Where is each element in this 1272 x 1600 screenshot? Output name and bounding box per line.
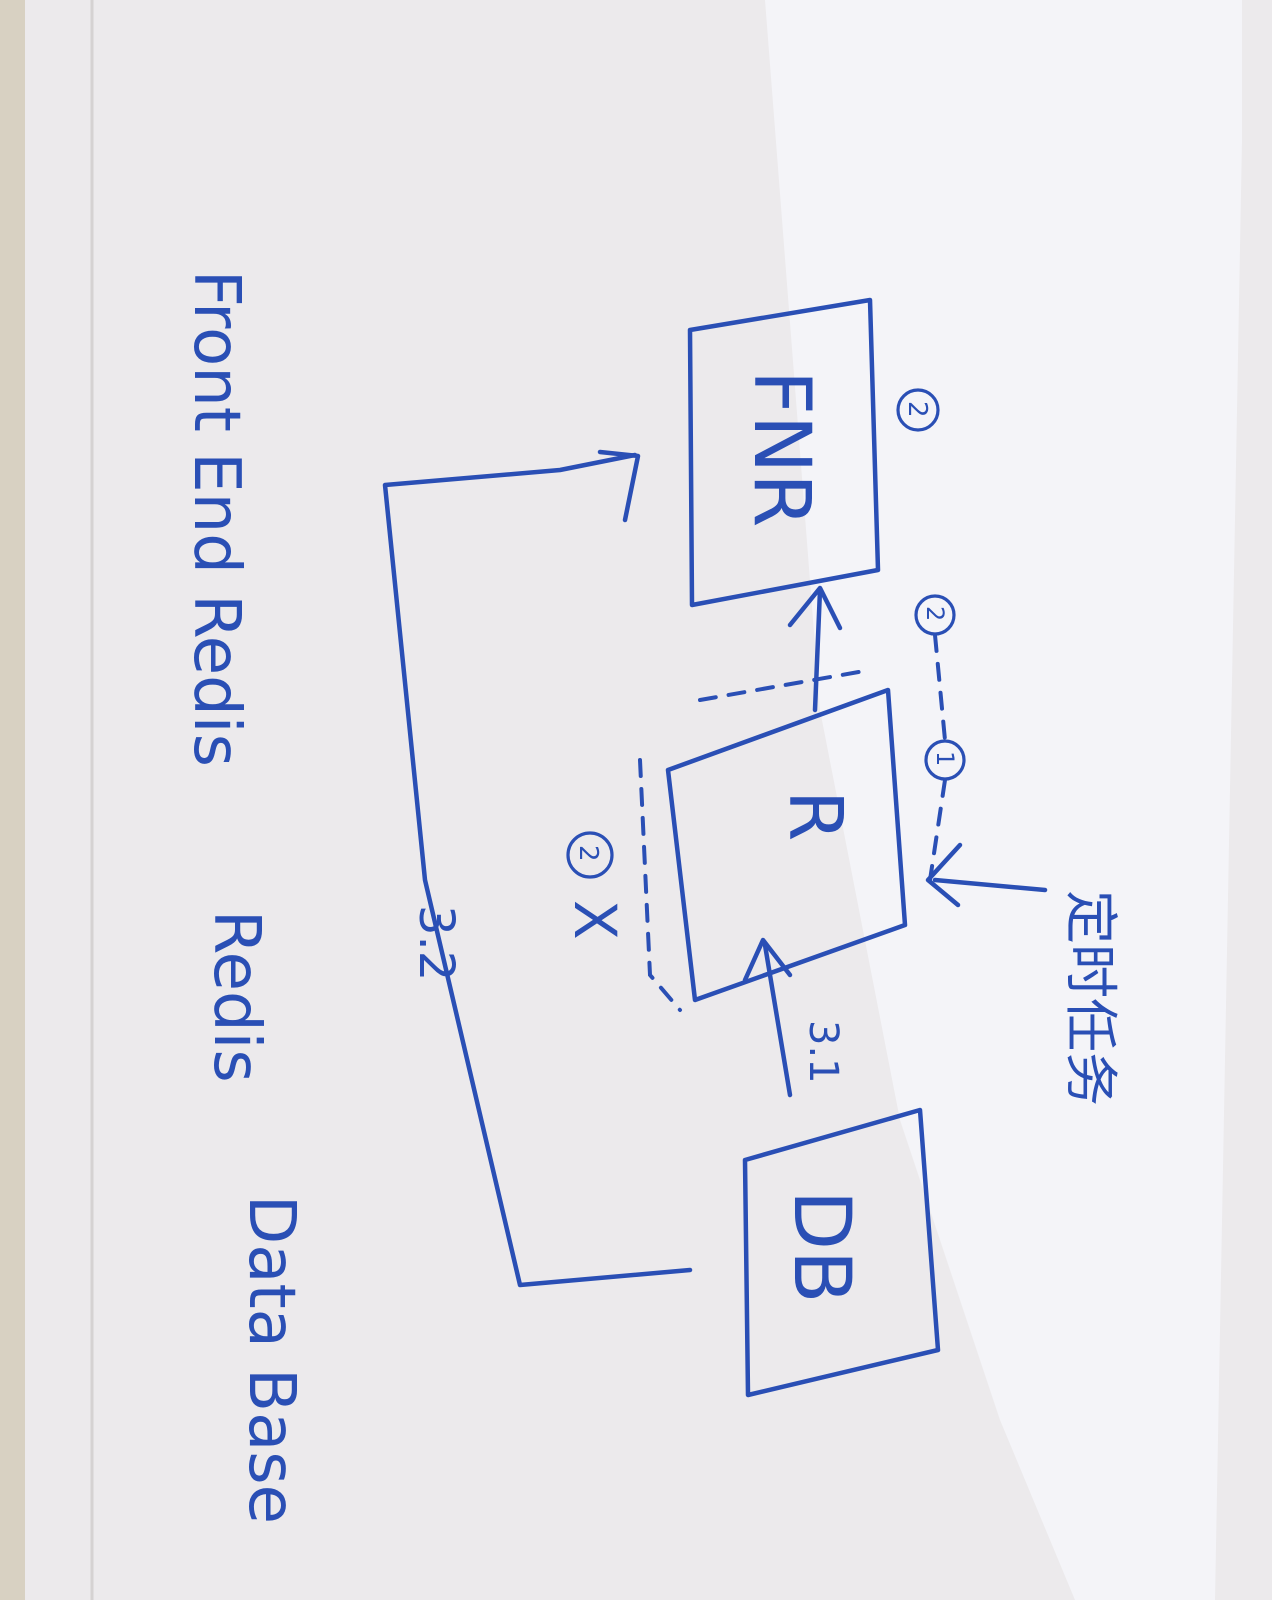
caption-redis: Redis <box>199 910 273 1083</box>
caption-frontend-redis: Front End Redis <box>179 270 253 767</box>
database-box-label: DB <box>776 1190 866 1304</box>
cross-mark: X <box>561 900 629 940</box>
step-circle-left: 2 <box>566 831 614 879</box>
dashed-link-frontend-redis <box>698 668 872 702</box>
arrow-redis-to-frontend <box>787 585 843 713</box>
trigger-arrow <box>925 842 1048 908</box>
redis-box-label: R <box>772 790 858 841</box>
step-circle-top: 2 <box>896 388 940 432</box>
dashed-link-steps <box>928 633 947 882</box>
step-3-2-label: 3.2 <box>408 905 464 981</box>
arrow-db-to-redis <box>742 937 793 1098</box>
database-box: DB <box>742 1107 941 1398</box>
overlay-sheet <box>765 0 1242 1600</box>
redis-box: R <box>638 687 908 1012</box>
frontend-redis-box: FNR <box>687 297 881 608</box>
step-3-1-label: 3.1 <box>800 1020 846 1084</box>
svg-text:1: 1 <box>931 751 959 766</box>
loop-db-to-frontend <box>382 449 693 1288</box>
svg-text:2: 2 <box>921 606 949 621</box>
svg-text:2: 2 <box>902 401 932 418</box>
svg-text:2: 2 <box>573 845 603 862</box>
scheduled-task-label: 定时任务 <box>1059 890 1122 1106</box>
caption-database: Data Base <box>234 1195 308 1524</box>
frontend-box-label: FNR <box>736 370 826 527</box>
